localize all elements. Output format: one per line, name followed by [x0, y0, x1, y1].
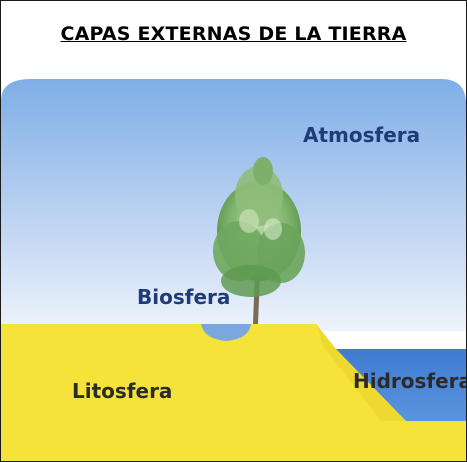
pond-water: [201, 324, 251, 341]
diagram-title: CAPAS EXTERNAS DE LA TIERRA: [60, 23, 407, 45]
land-lithosphere: [1, 324, 466, 461]
label-hidrosfera: Hidrosfera: [353, 369, 467, 393]
tree-crown: [213, 157, 305, 297]
label-atmosfera: Atmosfera: [303, 123, 421, 147]
label-biosfera: Biosfera: [137, 285, 231, 309]
label-litosfera: Litosfera: [72, 379, 173, 403]
